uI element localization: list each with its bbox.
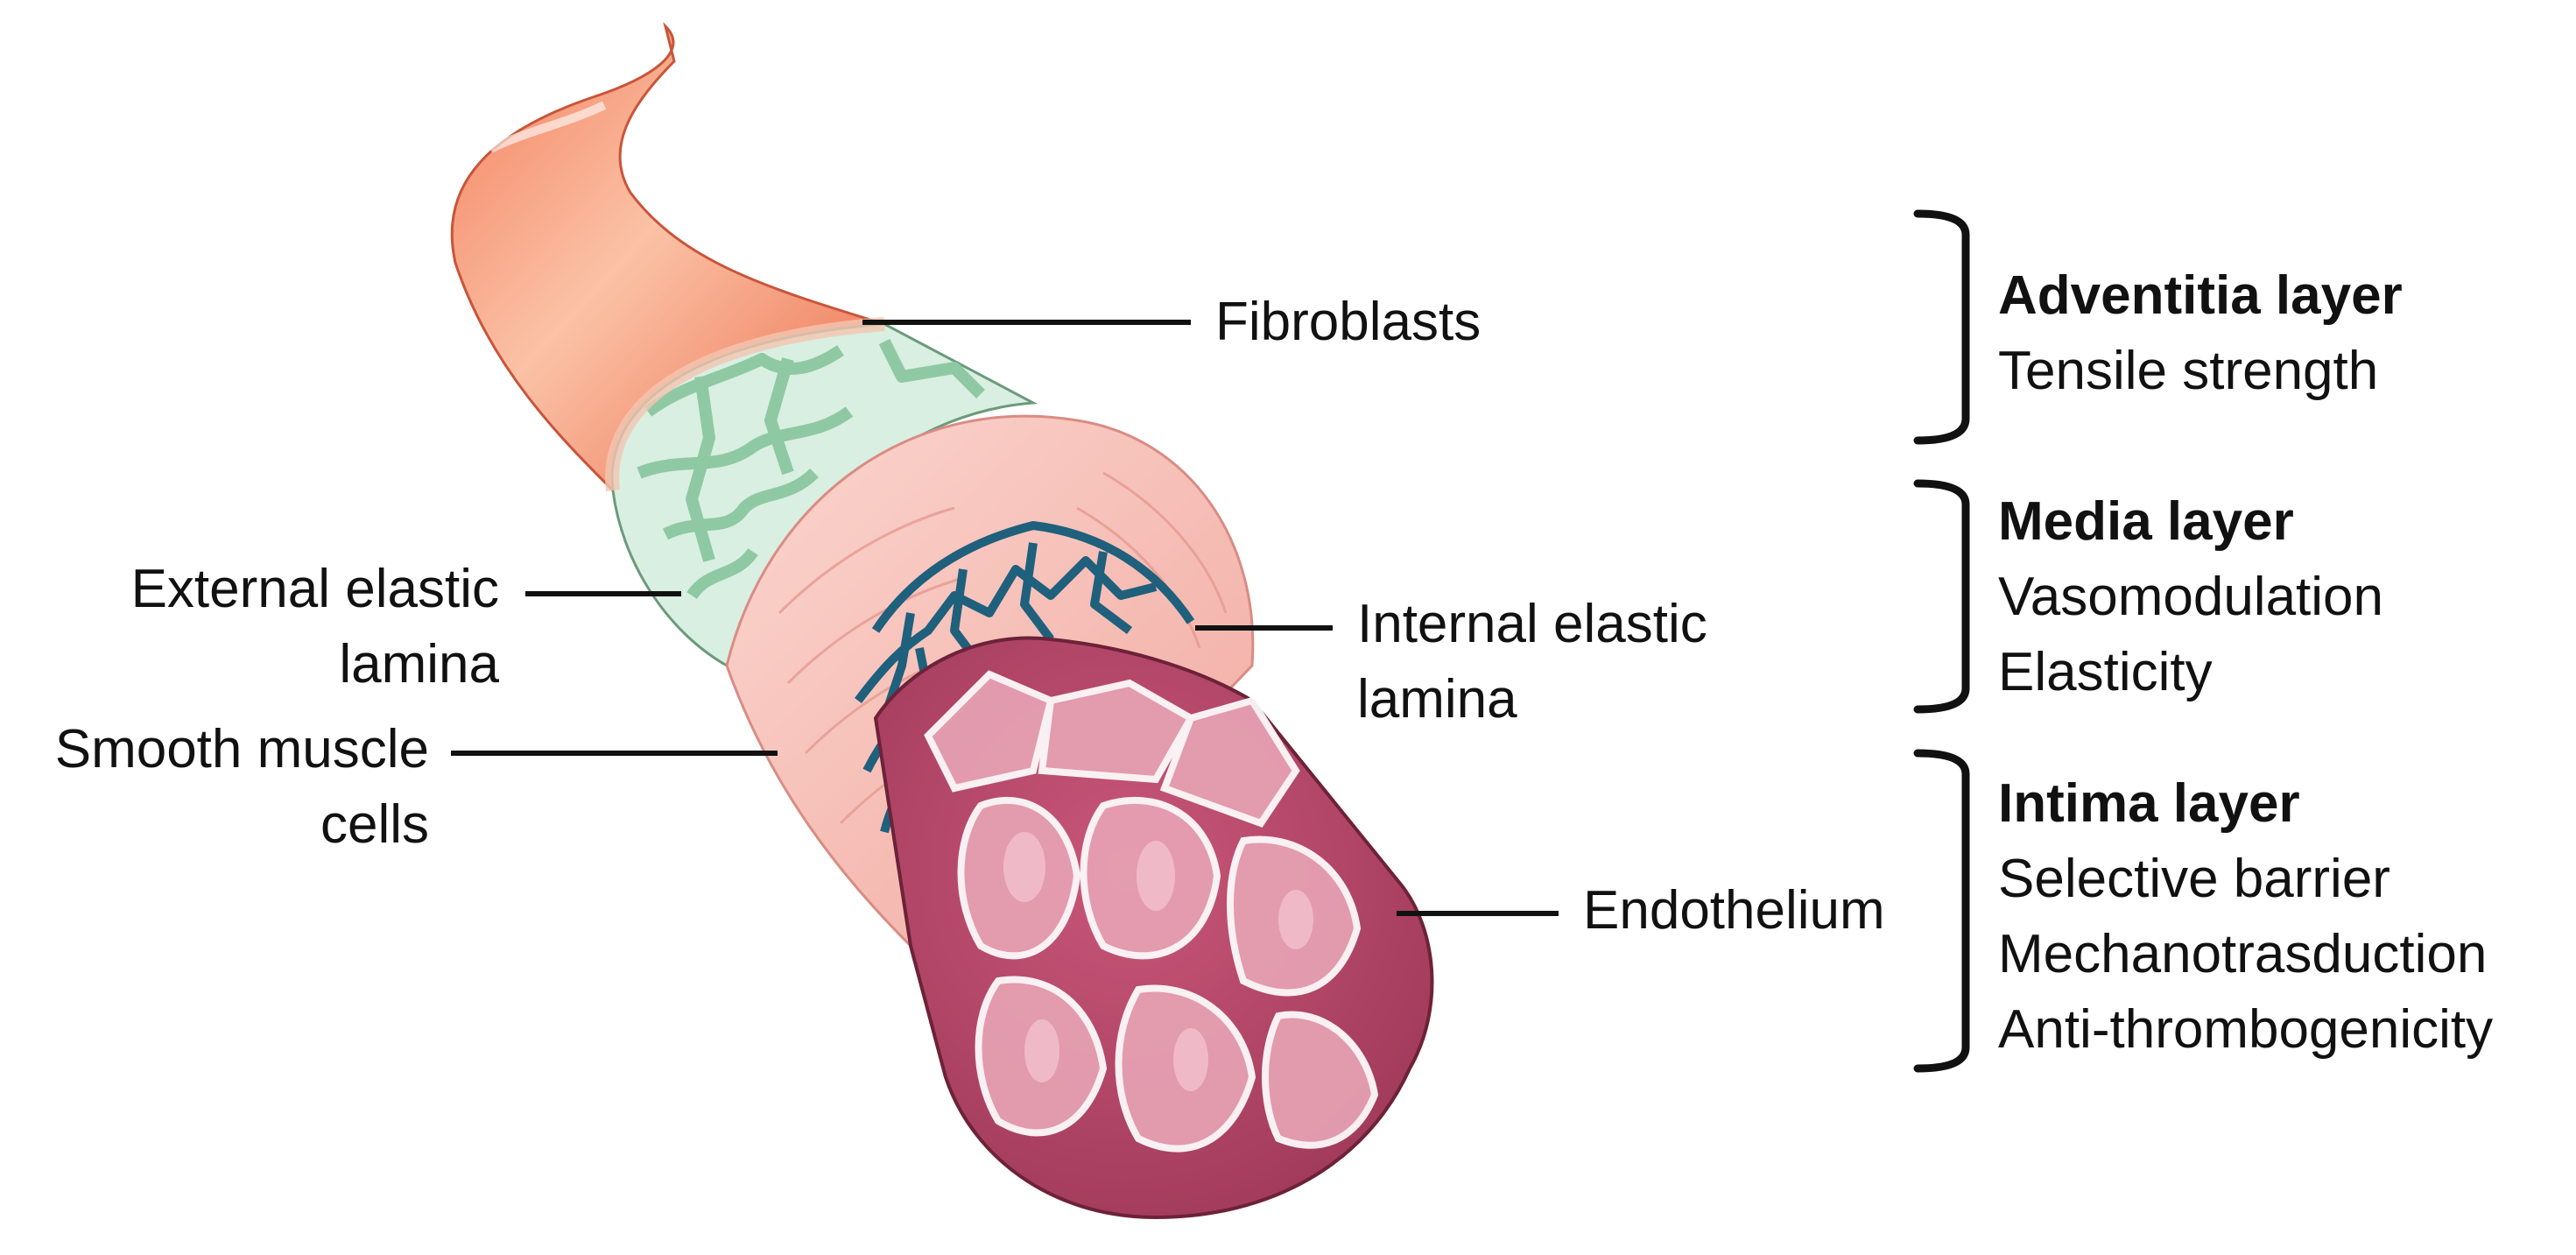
external-elastic-line-1: External elastic (130, 559, 499, 619)
label-internal-elastic-lamina: Internal elastic lamina (1357, 587, 1707, 737)
layer-brackets (1913, 209, 1970, 1073)
label-endothelium: Endothelium (1583, 873, 1885, 948)
fibroblasts-text: Fibroblasts (1215, 292, 1482, 352)
label-smooth-muscle-cells: Smooth muscle cells (55, 712, 429, 863)
bracket-adventitia (1913, 209, 1970, 445)
adventitia-title: Adventitia layer (1998, 265, 2403, 326)
intima-function-3: Anti-thrombogenicity (1998, 999, 2494, 1060)
endothelium-text: Endothelium (1583, 880, 1885, 941)
media-function-1: Vasomodulation (1998, 567, 2384, 627)
external-elastic-line-2: lamina (339, 634, 499, 694)
layer-intima: Intima layer Selective barrier Mechanotr… (1998, 766, 2493, 1068)
bracket-intima (1913, 749, 1970, 1073)
internal-elastic-line-1: Internal elastic (1357, 594, 1707, 654)
smooth-muscle-line-1: Smooth muscle (54, 719, 429, 779)
media-function-2: Elasticity (1998, 642, 2213, 702)
intima-function-1: Selective barrier (1998, 849, 2390, 909)
media-title: Media layer (1998, 491, 2294, 552)
smooth-muscle-line-2: cells (320, 794, 429, 855)
bracket-media (1913, 479, 1970, 714)
layer-adventitia: Adventitia layer Tensile strength (1998, 258, 2403, 409)
internal-elastic-line-2: lamina (1357, 669, 1517, 730)
leader-lines (451, 320, 1559, 916)
adventitia-function-1: Tensile strength (1998, 341, 2379, 401)
label-external-elastic-lamina: External elastic lamina (131, 552, 499, 702)
intima-function-2: Mechanotrasduction (1998, 924, 2488, 984)
label-fibroblasts: Fibroblasts (1215, 285, 1481, 360)
layer-media: Media layer Vasomodulation Elasticity (1998, 484, 2383, 710)
smooth-muscle-texture (778, 471, 1228, 825)
intima-title: Intima layer (1998, 773, 2300, 834)
fibroblast-network (637, 338, 985, 600)
endothelium-highlights (1003, 832, 1313, 1091)
